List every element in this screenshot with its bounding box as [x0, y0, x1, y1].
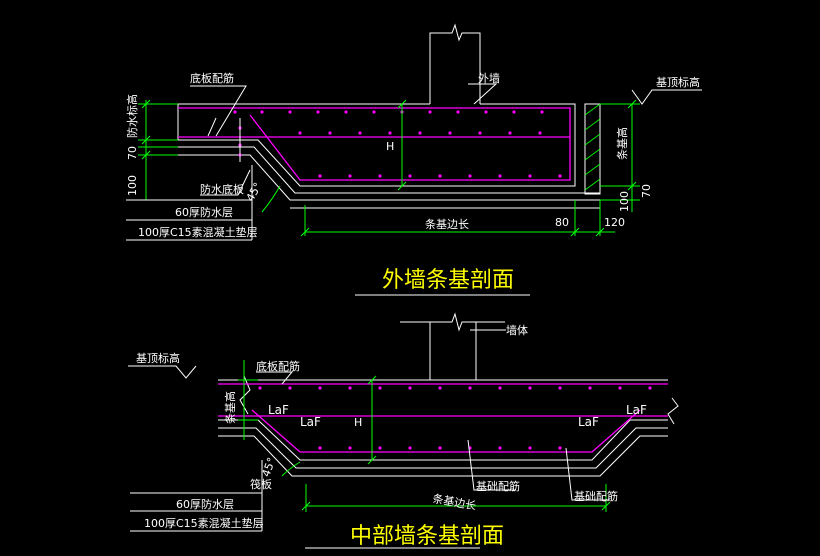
bottom-wall-label: 墙体: [506, 323, 528, 337]
bottom-leader-rebar-label: [256, 371, 294, 385]
top-section: [126, 23, 702, 296]
bottom-slab-label: 筏板: [250, 477, 272, 491]
top-dim-100-left: 100: [126, 175, 139, 196]
top-base-rebar-label: 底板配筋: [190, 71, 234, 85]
top-side-hatch: [584, 103, 601, 191]
top-layer1: 60厚防水层: [175, 205, 233, 219]
top-waterproof-label: 防水底板: [200, 182, 244, 196]
bottom-base-edge: 条基边长: [431, 491, 477, 512]
bottom-h-label: H: [354, 416, 362, 429]
bottom-laf-right-outer: LaF: [626, 403, 647, 417]
top-rebar-dots: [233, 110, 562, 178]
bottom-level-marker: [128, 365, 197, 379]
bottom-base-rebar-label: 底板配筋: [256, 359, 300, 373]
top-leader-wall: [468, 83, 498, 105]
top-dim-120: 120: [604, 216, 625, 229]
top-wall-label: 外墙: [478, 71, 500, 85]
top-dim-70-right: 70: [640, 184, 653, 198]
top-angle-arc: [261, 185, 281, 213]
top-title: 外墙条基剖面: [382, 268, 514, 293]
bottom-laf-left-inner: LaF: [300, 415, 321, 429]
bottom-waterproof-line: [218, 427, 668, 469]
bottom-side-label: 条基高: [223, 391, 237, 424]
top-dim-80: 80: [555, 216, 569, 229]
top-leader-base-rebar: [190, 85, 247, 137]
bottom-title: 中部墙条基剖面: [350, 524, 504, 549]
bottom-laf-right-inner: LaF: [578, 415, 599, 429]
top-wall-outline: [429, 23, 481, 104]
bottom-laf-left-outer: LaF: [268, 403, 289, 417]
bottom-angle-arc: [281, 461, 301, 477]
top-waterproof-line: [178, 146, 600, 194]
bottom-leader-rebar-a: [467, 439, 516, 491]
bottom-leader-rebar-b: [565, 447, 610, 501]
bottom-layer2: 100厚C15素混凝土垫层: [144, 516, 264, 530]
top-foundation-level: 基顶标高: [656, 75, 700, 89]
bottom-rebar-dots: [258, 386, 652, 450]
top-rebar-top: [178, 107, 571, 150]
top-dim-70-left: 70: [126, 146, 139, 160]
bottom-rebar-b: 基础配筋: [574, 489, 618, 503]
top-level-marker: [631, 89, 702, 105]
top-labels: 外墙条基剖面 外墙 底板配筋 基顶标高 防水底板 60厚防水层 100厚C15素…: [125, 71, 700, 293]
top-base-edge: 条基边长: [425, 217, 469, 231]
bottom-rebar-bottom: [251, 409, 641, 453]
bottom-labels: 中部墙条基剖面 墙体 基顶标高 底板配筋 H LaF LaF LaF LaF 4…: [136, 323, 647, 549]
top-rebar-bottom: [249, 114, 571, 181]
bottom-rebar-a: 基础配筋: [476, 479, 520, 493]
bottom-wall-outline: [400, 321, 431, 380]
top-left-vertical-label: 防水标高: [125, 94, 139, 138]
top-h-label: H: [386, 140, 394, 153]
top-side-height: 条基高: [615, 127, 629, 160]
top-foundation-outline: [177, 103, 576, 187]
bottom-angle: 45°: [260, 456, 279, 479]
top-dim-100-right: 100: [618, 191, 631, 212]
top-blinding-line: [178, 154, 600, 201]
bottom-foundation-level: 基顶标高: [136, 351, 180, 365]
bottom-section: [128, 312, 679, 549]
top-layer2: 100厚C15素混凝土垫层: [138, 225, 258, 239]
top-leader-waterproof: [200, 169, 251, 196]
bottom-blinding-line: [218, 435, 668, 477]
bottom-layer1: 60厚防水层: [176, 497, 234, 511]
